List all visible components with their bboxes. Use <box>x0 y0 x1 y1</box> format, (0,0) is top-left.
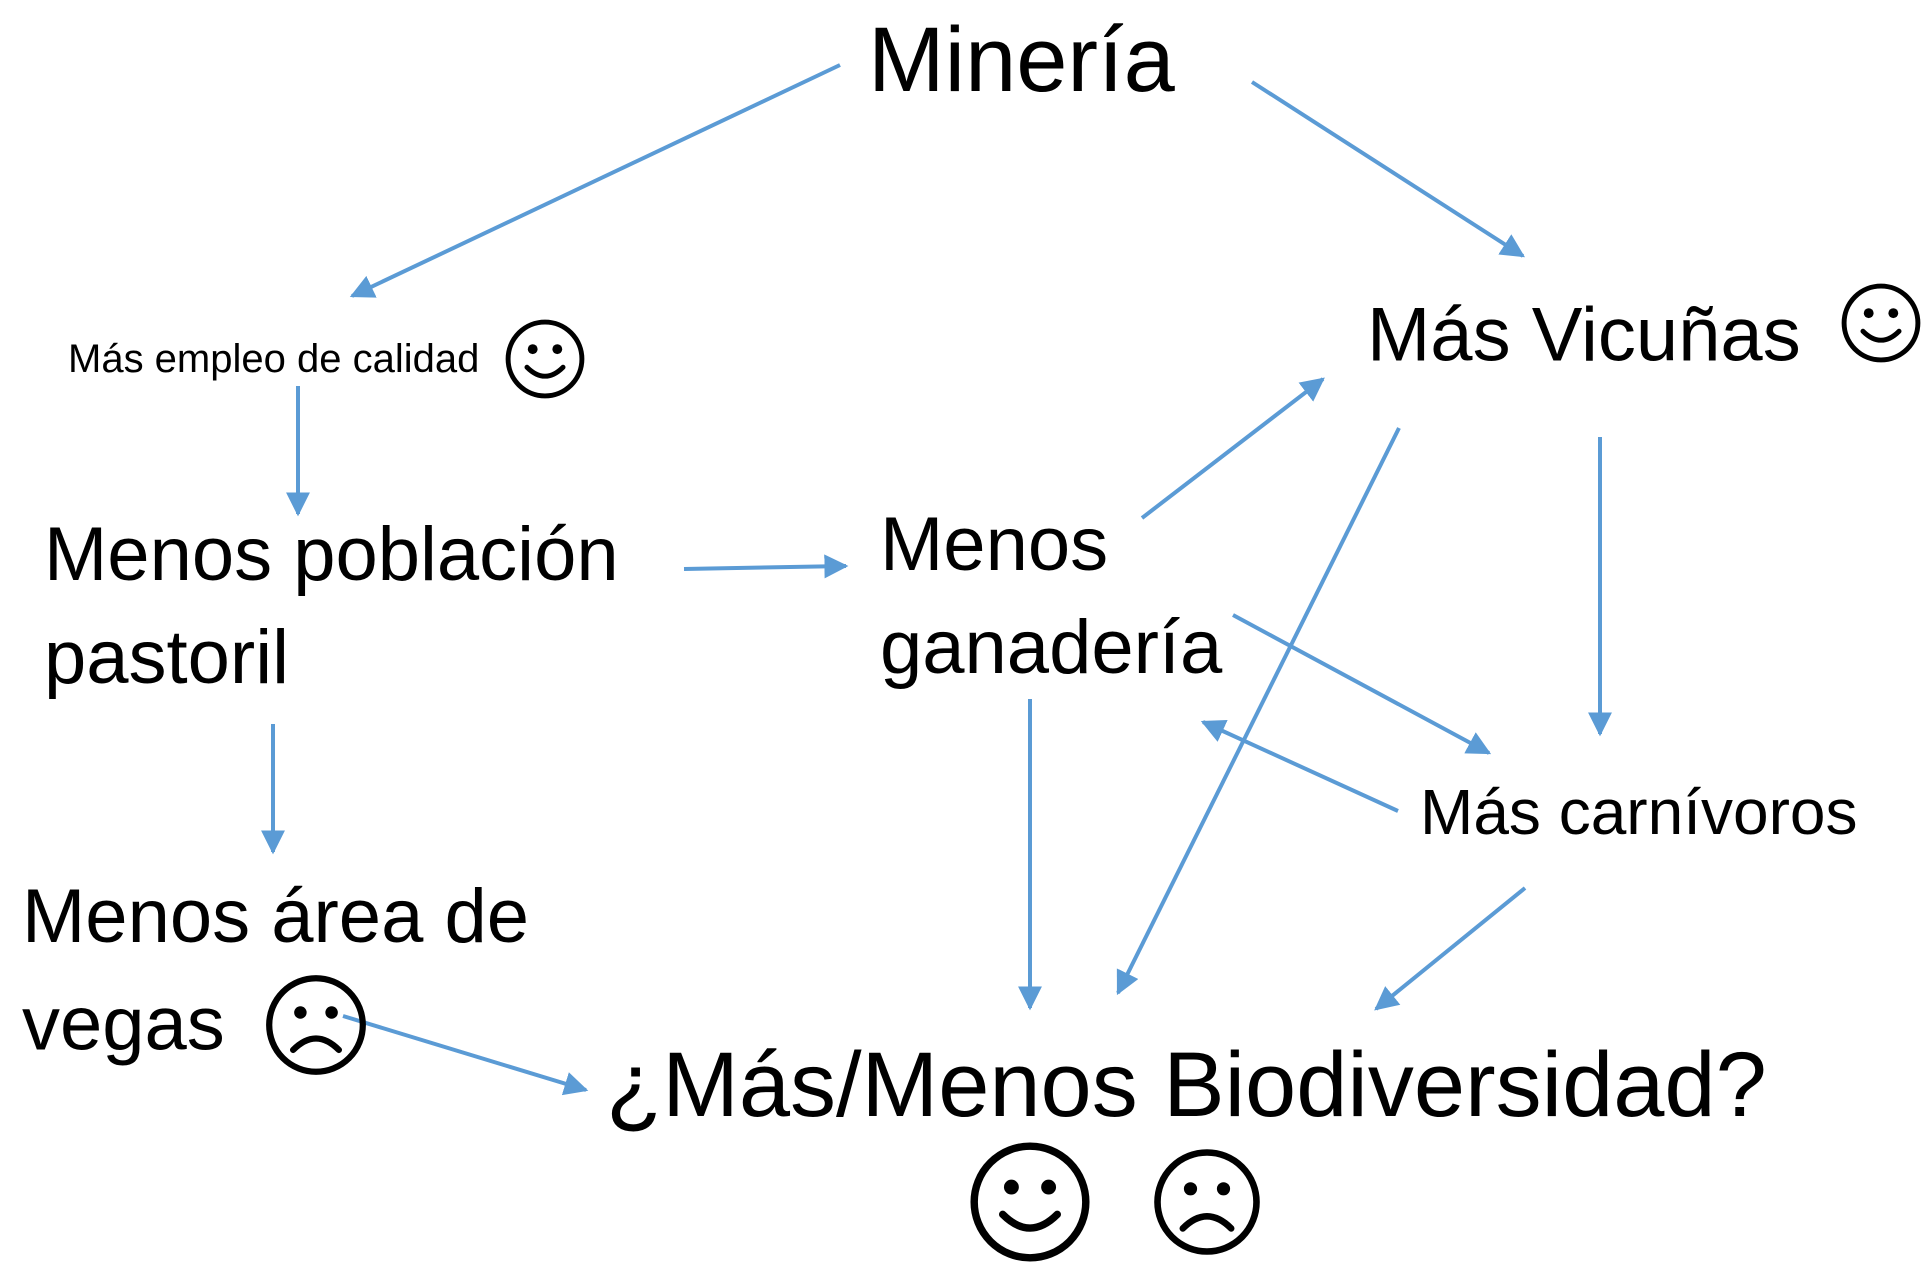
node-biodiversidad-label: ¿Más/Menos Biodiversidad? <box>606 1034 1767 1136</box>
arrow-ganaderia-to-vicunas <box>1140 377 1325 520</box>
arrow-mineria-to-empleo <box>349 63 841 298</box>
node-poblacion-line1: Menos población <box>44 512 619 597</box>
node-empleo-label: Más empleo de calidad <box>68 337 480 381</box>
frowny-face-icon <box>1152 1147 1262 1257</box>
node-vicunas: Más Vicuñas <box>1367 282 1921 381</box>
biodiversidad-faces <box>968 1140 1262 1264</box>
arrow-ganaderia-to-carnivoros <box>1232 613 1492 755</box>
arrow-poblacion-to-ganaderia <box>683 554 849 579</box>
arrow-mineria-to-vicunas <box>1250 80 1526 258</box>
arrow-carnivoros-to-biodiversidad <box>1374 886 1527 1011</box>
node-mineria-label: Minería <box>868 9 1175 111</box>
node-ganaderia-line1: Menos <box>880 502 1109 587</box>
smiley-face-icon <box>504 318 586 400</box>
node-ganaderia: Menos ganadería <box>880 494 1222 699</box>
smiley-face-icon <box>968 1140 1092 1264</box>
arrow-vicunas-to-biodiversidad <box>1116 427 1401 996</box>
node-vegas-line1: Menos área de <box>22 874 529 959</box>
node-vegas-line2: vegas <box>22 981 225 1067</box>
node-biodiversidad: ¿Más/Menos Biodiversidad? <box>606 1030 1767 1140</box>
node-poblacion-line2: pastoril <box>44 614 289 700</box>
frowny-face-icon <box>264 973 368 1077</box>
node-carnivoros: Más carnívoros <box>1420 774 1857 851</box>
node-poblacion: Menos población pastoril <box>44 504 619 709</box>
arrow-carnivoros-to-ganaderia <box>1200 720 1399 813</box>
arrow-vegas-to-biodiversidad <box>342 1014 589 1096</box>
node-mineria: Minería <box>868 5 1175 115</box>
node-vegas: Menos área de vegas <box>22 866 529 1077</box>
node-vicunas-label: Más Vicuñas <box>1367 292 1801 378</box>
node-vegas-line2-wrap: vegas <box>22 969 529 1077</box>
node-empleo: Más empleo de calidad <box>68 318 586 400</box>
smiley-face-icon <box>1840 282 1921 364</box>
node-ganaderia-line2: ganadería <box>880 604 1223 690</box>
node-carnivoros-label: Más carnívoros <box>1420 776 1858 848</box>
